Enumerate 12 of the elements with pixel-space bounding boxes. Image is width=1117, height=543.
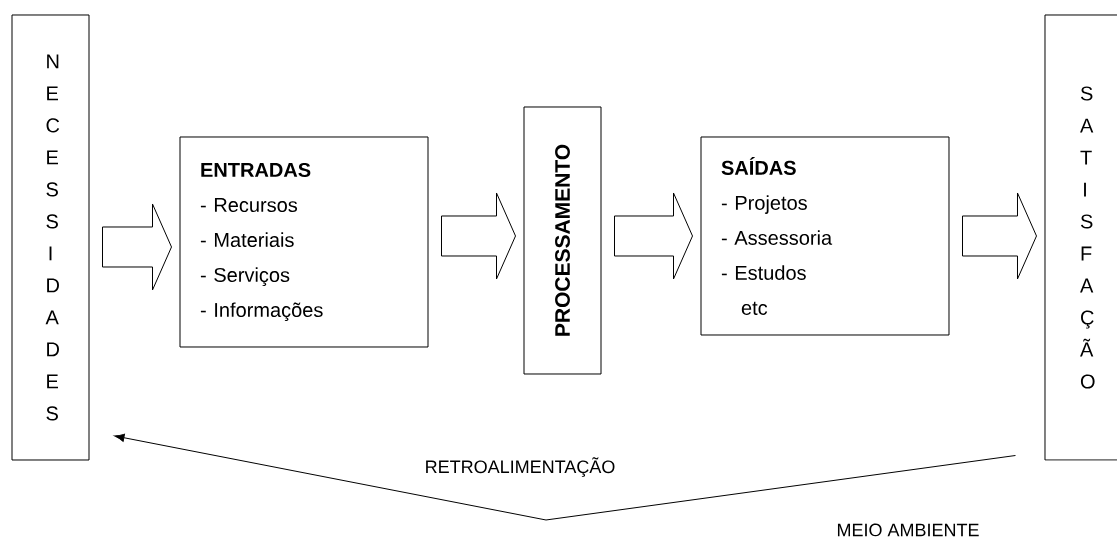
rotated-text-box: PROCESSAMENTO bbox=[523, 106, 602, 375]
block-arrow bbox=[614, 192, 693, 280]
note-label: MEIO AMBIENTE bbox=[837, 523, 979, 537]
block-arrow bbox=[441, 192, 516, 280]
vertical-text-box: N E C E S S I D A D E S bbox=[11, 14, 90, 461]
feedback-arrow bbox=[114, 433, 1016, 521]
vertical-text-box: S A T I S F A Ç Ã O bbox=[1044, 14, 1117, 461]
block-arrow bbox=[962, 192, 1037, 280]
list-box: SAÍDAS - Projetos - Assessoria - Estudos etc bbox=[700, 136, 950, 336]
block-arrow bbox=[102, 203, 172, 291]
edge-label: RETROALIMENTAÇÃO bbox=[426, 457, 615, 477]
list-box: ENTRADAS - Recursos - Materiais - Serviços - Informações bbox=[179, 136, 429, 348]
